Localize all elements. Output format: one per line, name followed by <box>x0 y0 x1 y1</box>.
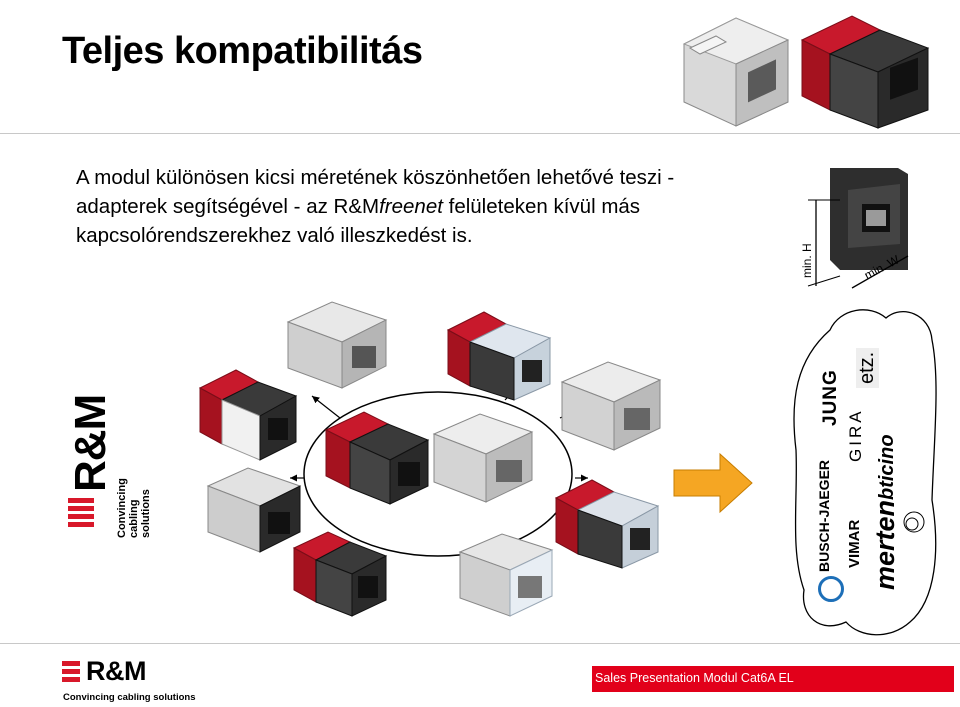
body-line-3: kapcsolórendszerekhez való illeszkedést … <box>76 224 473 247</box>
footer-logo-tagline: Convincing cabling solutions <box>63 692 196 703</box>
side-rm-logo: R&M Convincing cabling solutions <box>64 348 152 538</box>
module-photo-silver-2 <box>556 358 666 454</box>
brand-vimar: VIMAR <box>846 519 863 568</box>
center-ellipse <box>300 388 576 560</box>
module-photo-red-clear-2 <box>552 474 662 570</box>
brand-gp-logo-icon <box>818 576 844 602</box>
module-photo-red-black-center <box>322 406 432 506</box>
brand-busch-jaeger: BUSCH-JAEGER <box>816 459 832 572</box>
footer-divider <box>0 643 960 644</box>
brand-jung: JUNG <box>820 369 841 426</box>
side-logo-tagline: Convincing cabling solutions <box>116 478 152 538</box>
module-photo-red-black-bottom <box>290 528 390 618</box>
rm-bars-icon <box>62 661 80 682</box>
footer-presentation-title: Sales Presentation Modul Cat6A EL <box>592 666 954 692</box>
module-photo-silver-top <box>676 14 796 129</box>
module-photo-silver-clear <box>454 530 558 620</box>
module-photo-red-clear <box>444 306 554 402</box>
slide-title: Teljes kompatibilitás <box>62 30 423 72</box>
body-line-2-end: felületeken kívül más <box>442 195 641 218</box>
brand-cloud: etz. JUNG GIRA bticino BUSCH-JAEGER VIMA… <box>790 300 940 640</box>
body-line-1: A modul különösen kicsi méretének köszön… <box>76 166 675 189</box>
module-photo-silver-1 <box>282 300 392 390</box>
module-photo-silver-center <box>428 410 538 506</box>
slide-body-text: A modul különösen kicsi méretének köszön… <box>76 163 806 250</box>
min-h-label: min. H <box>800 243 814 278</box>
module-photo-red-top <box>796 10 936 130</box>
module-photo-red-white <box>196 366 300 462</box>
brand-bticino: bticino <box>876 434 898 500</box>
freenet-emphasis: freenet <box>379 195 443 218</box>
body-line-2-start: adapterek segítségével - az R&M <box>76 195 380 218</box>
dimension-diagram: min. H min. W <box>800 160 950 300</box>
side-logo-name: R&M <box>66 394 115 492</box>
title-divider <box>0 133 960 134</box>
body-line-2: adapterek segítségével - az R&Mfreenet f… <box>76 192 806 221</box>
brand-etz: etz. <box>856 347 879 388</box>
orange-arrow-icon <box>672 452 754 514</box>
footer-rm-logo: R&M Convincing cabling solutions <box>62 656 195 703</box>
module-photo-silver-black <box>204 466 304 556</box>
footer-logo-name: R&M <box>86 656 147 686</box>
brand-gira: GIRA <box>846 408 865 462</box>
brand-merten: merten <box>870 499 900 590</box>
